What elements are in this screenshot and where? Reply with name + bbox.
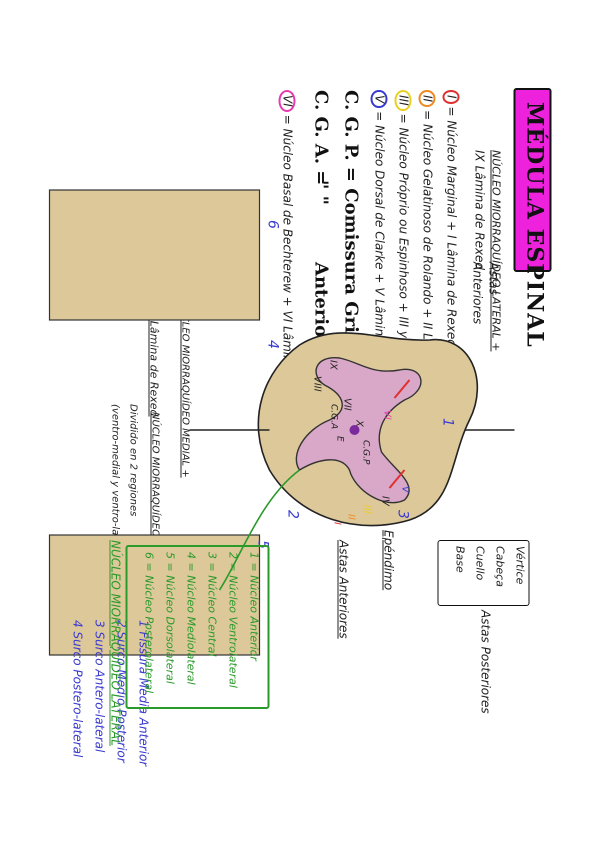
- diagram-label-iv: IV: [379, 496, 390, 506]
- sulcus-item-4: 4 Surco Postero-lateral: [70, 620, 84, 758]
- diagram-label-cgp: C.G.P: [360, 440, 370, 465]
- nucleus-item-1: 1 = Núcleo Anterior: [247, 552, 260, 661]
- nucleus-item-3: 3 = Núcleo Central: [205, 552, 218, 657]
- sulcus-item-num: 4: [70, 620, 84, 628]
- green-pointer: [218, 469, 300, 591]
- diagram-label-viii: VIII: [311, 376, 322, 392]
- horn-part-cabeca: Cabeça: [493, 546, 506, 587]
- diagram-label-vi: VI: [381, 410, 392, 420]
- sulcus-num-4: 4: [264, 340, 280, 349]
- diagram-label-vii: VII: [341, 398, 352, 411]
- horn-stripe: [393, 379, 410, 399]
- nucleus-item-2: 2 = Núcleo Ventrolateral: [226, 552, 239, 688]
- astas-anteriores: Astas Anteriores: [336, 540, 350, 639]
- nucleus-item-5: 5 = Núcleo Dorsolateral: [163, 552, 176, 684]
- horn-part-base: Base: [453, 546, 466, 573]
- sulcus-item-3: 3 Surco Antero-lateral: [92, 620, 106, 753]
- diagram-label-x: X: [353, 420, 364, 427]
- sulcus-item-num: 3: [92, 620, 106, 628]
- horn-stripe: [388, 469, 405, 489]
- lateral-footer: NÚCLEO MIORRAQUÍDEO LATERAL: [108, 540, 122, 746]
- nucleus-item-6: 6 = Núcleo Posterolateral: [142, 552, 155, 694]
- astas-posteriores: Astas Posteriores: [478, 610, 492, 714]
- epindimo-label: Epéndimo: [381, 530, 395, 591]
- diagram-label-e: E: [334, 436, 344, 442]
- diagram-label-ii: II: [345, 514, 356, 520]
- sulcus-num-3: 3: [394, 510, 410, 519]
- diagram-label-iii: III: [361, 505, 372, 514]
- sulcus-item-text: Surco Antero-lateral: [92, 631, 106, 753]
- nucleus-item-4: 4 = Núcleo Mediolateral: [184, 552, 197, 685]
- diagram-label-ix: IX: [327, 360, 338, 370]
- sulcus-num-6: 6: [264, 220, 280, 229]
- sulcus-num-1: 1: [439, 418, 455, 427]
- central-canal: [349, 425, 359, 435]
- diagram-label-i: I: [331, 522, 342, 525]
- horn-part-cuello: Cuello: [473, 546, 486, 581]
- sulcus-item-text: Surco Postero-lateral: [70, 631, 84, 758]
- horn-part-vertice: Vértice: [513, 546, 526, 585]
- sulcus-num-2: 2: [284, 510, 300, 519]
- diagram-label-v: V: [399, 486, 410, 493]
- right-white-block: [48, 534, 260, 656]
- diagram-label-cga: C.G.A: [328, 404, 338, 430]
- left-white-block: [48, 189, 260, 321]
